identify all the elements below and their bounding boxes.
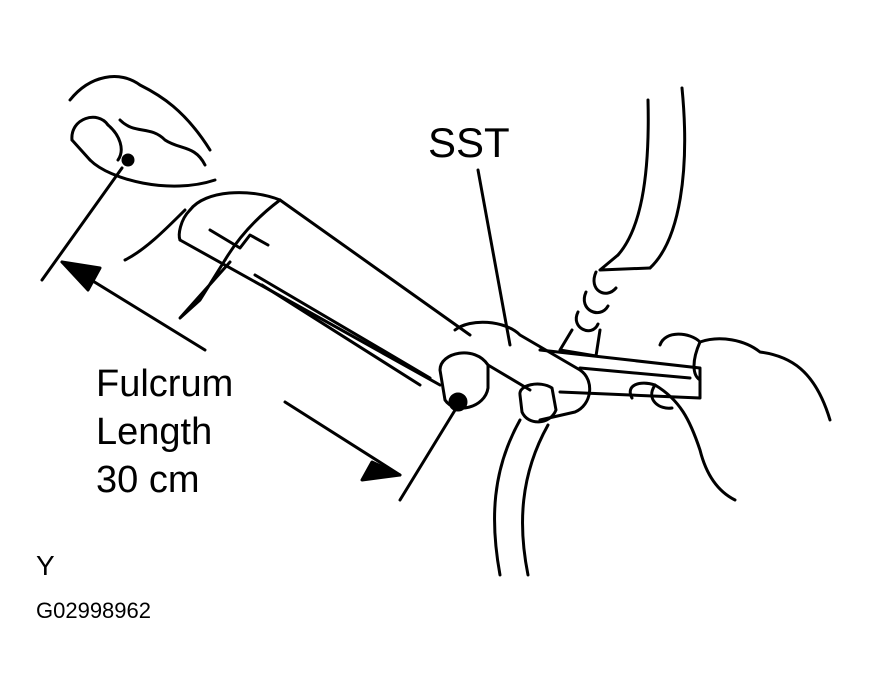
torque-wrench-handle xyxy=(70,115,217,188)
fulcrum-dimension xyxy=(40,166,462,502)
wrench-arm xyxy=(177,191,472,387)
fulcrum-label-line-1: Fulcrum xyxy=(96,363,234,405)
sst-leader-line xyxy=(476,168,512,347)
left-hand xyxy=(68,75,212,262)
open-end-wrench xyxy=(538,348,702,400)
brake-tube-lower xyxy=(493,418,550,577)
fulcrum-label-line-3: 30 cm xyxy=(96,459,200,501)
sst-label: SST xyxy=(428,119,510,166)
fulcrum-length-label: Fulcrum Length 30 cm xyxy=(96,360,233,504)
figure-code: G02998962 xyxy=(36,598,151,623)
pivot-joint xyxy=(438,320,591,424)
view-letter: Y xyxy=(36,550,55,581)
right-hand xyxy=(628,332,832,502)
fulcrum-label-line-2: Length xyxy=(96,411,213,453)
brake-tube-upper xyxy=(558,86,687,358)
